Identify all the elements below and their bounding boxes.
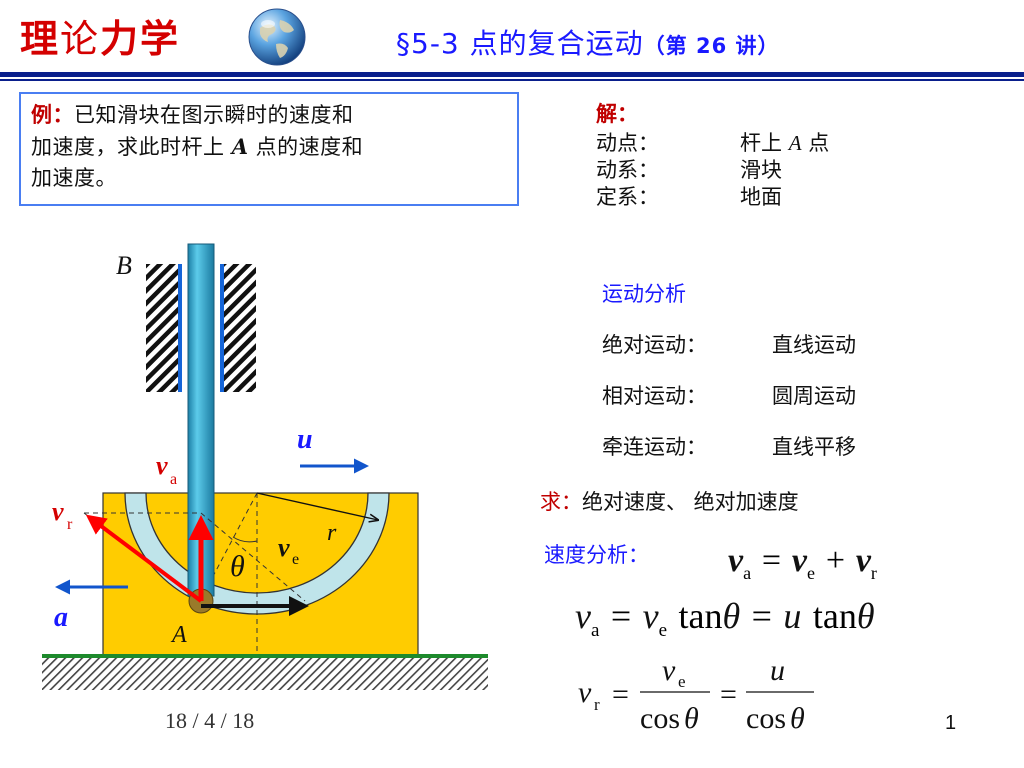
label-a: a	[54, 602, 68, 633]
solution-definitions: 动点：杆上 A 点 动系：滑块 定系：地面	[596, 130, 829, 211]
relative-velocity-equation: v r = v e cos θ = u cos θ	[578, 654, 814, 735]
left-guide	[146, 264, 178, 392]
eq3-lhs-sub: r	[594, 695, 600, 714]
velocity-vector-equation: va = ve + vr	[728, 542, 877, 583]
problem-statement: 例：已知滑块在图示瞬时的速度和 加速度，求此时杆上 A 点的速度和 加速度。	[19, 92, 519, 206]
fixed-frame-row: 定系：地面	[596, 185, 782, 209]
relative-velocity-arrow	[85, 514, 203, 603]
mechanism-figure: B A u a v a v r v e r θ	[42, 243, 488, 690]
absolute-velocity-equation: va = ve tanθ = u tanθ	[575, 596, 875, 642]
eq3-equals-2: =	[720, 678, 737, 711]
label-theta: θ	[230, 550, 245, 583]
section-title: §5-3 点的复合运动（第 26 讲）	[396, 27, 780, 60]
page-number: 1	[945, 712, 957, 734]
label-vr-sub: r	[67, 516, 73, 533]
slide-date: 18 / 4 / 18	[165, 708, 255, 733]
motion-analysis-list: 绝对运动：直线运动 相对运动：圆周运动 牵连运动：直线平移	[602, 320, 856, 473]
course-title: 理论力学	[20, 17, 181, 61]
label-ve: v	[278, 533, 290, 562]
motion-analysis-title: 运动分析	[602, 282, 686, 306]
label-B: B	[116, 251, 132, 280]
transport-motion-row: 牵连运动：直线平移	[602, 435, 856, 459]
eq3-den1-cos: cos	[640, 702, 680, 735]
globe-icon	[248, 8, 306, 66]
seek-statement: 求：绝对速度、 绝对加速度	[540, 490, 799, 514]
label-r: r	[327, 520, 337, 546]
right-guide	[224, 264, 256, 392]
solution-label: 解：	[596, 102, 638, 126]
eq3-num2-u: u	[770, 654, 785, 687]
label-va-sub: a	[170, 471, 177, 488]
radius-r-line	[256, 492, 378, 520]
label-A: A	[170, 622, 187, 648]
eq3-num1-v: v	[662, 654, 676, 687]
parallelogram-right	[200, 512, 306, 602]
theta-arc	[232, 536, 258, 543]
eq3-den2-theta: θ	[790, 702, 805, 735]
absolute-motion-row: 绝对运动：直线运动	[602, 333, 856, 357]
moving-point-row: 动点：杆上 A 点	[596, 131, 830, 155]
label-vr: v	[52, 497, 64, 526]
label-ve-sub: e	[292, 551, 299, 568]
eq3-den1-theta: θ	[684, 702, 699, 735]
velocity-analysis-label: 速度分析：	[544, 543, 649, 567]
eq3-den2-cos: cos	[746, 702, 786, 735]
header-divider	[0, 72, 1024, 77]
moving-frame-row: 动系：滑块	[596, 158, 782, 182]
relative-motion-row: 相对运动：圆周运动	[602, 384, 856, 408]
eq3-num1-sub: e	[678, 672, 686, 691]
header-divider-thin	[0, 79, 1024, 81]
label-u: u	[297, 424, 313, 455]
eq3-lhs-v: v	[578, 676, 592, 709]
ground	[42, 658, 488, 690]
eq3-equals-1: =	[612, 678, 629, 711]
label-va: v	[156, 451, 168, 480]
